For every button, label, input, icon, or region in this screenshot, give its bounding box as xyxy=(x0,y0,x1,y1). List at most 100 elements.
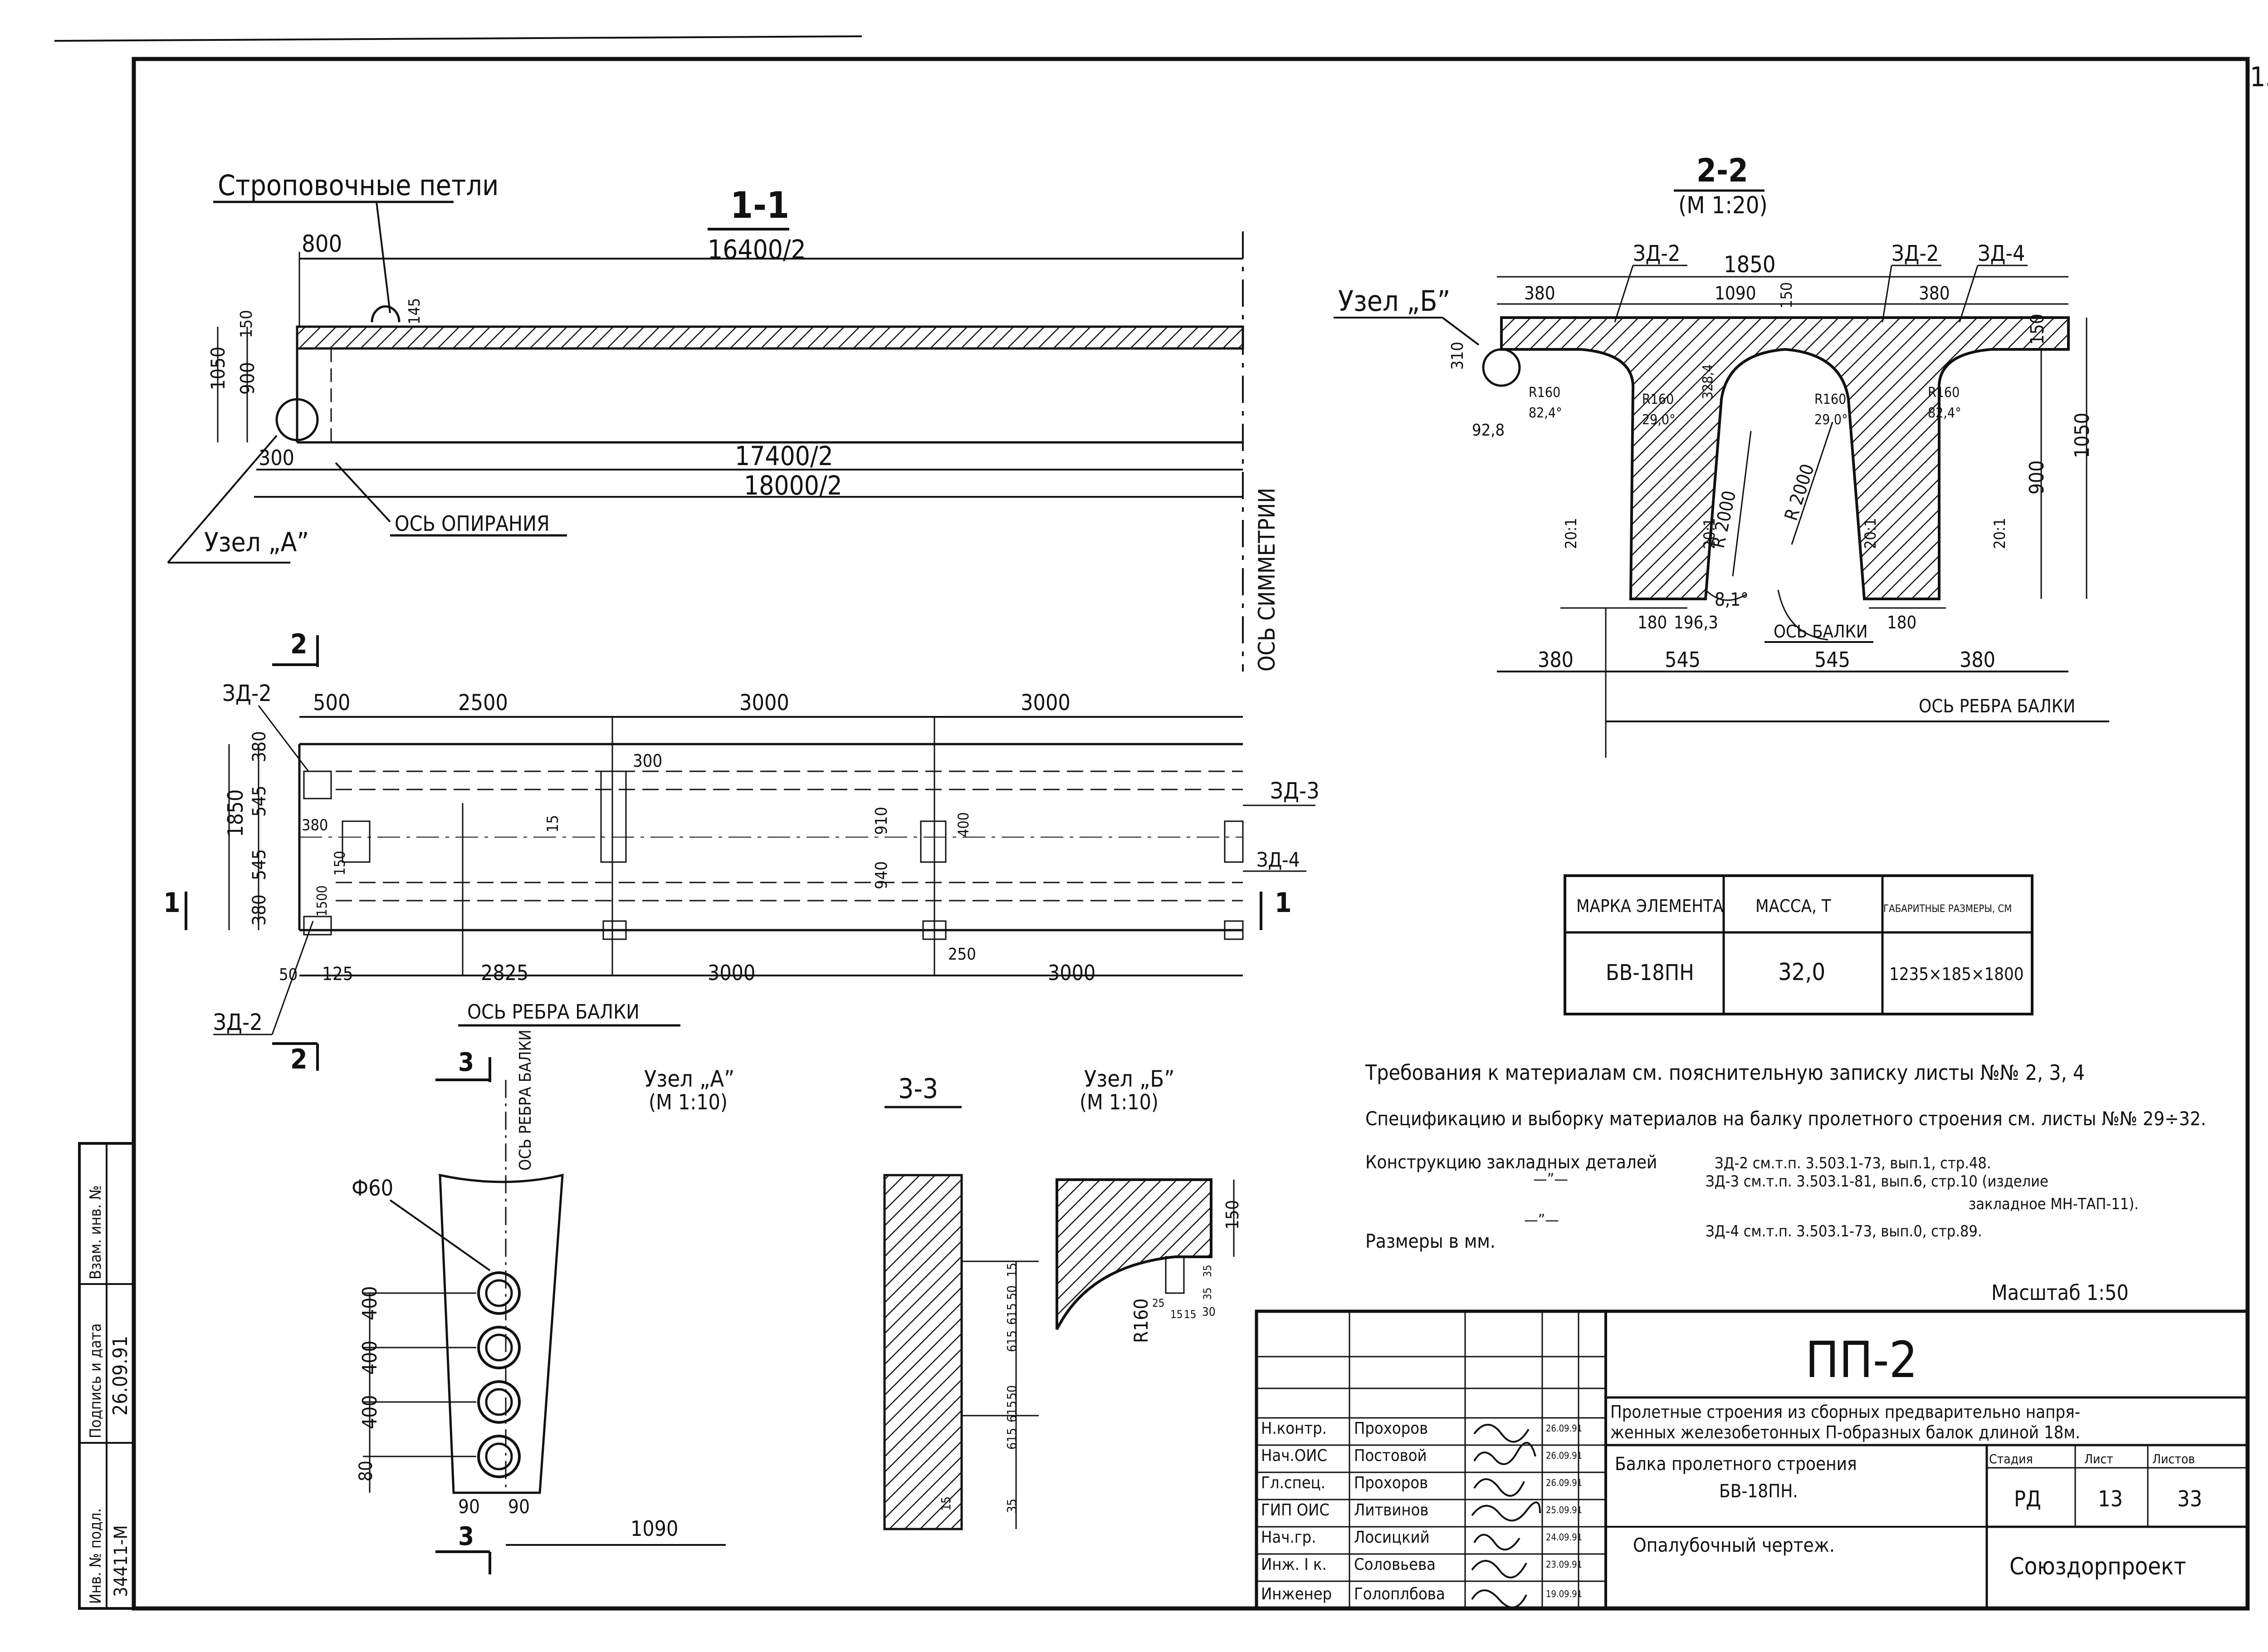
dim-145: 145 xyxy=(406,298,424,324)
s33-rib-axis: ОСЬ РЕБРА БАЛКИ xyxy=(516,1029,535,1171)
s33-dim-615a: 615 xyxy=(1004,1303,1019,1325)
s22-dim-328: 328,4 xyxy=(1700,364,1716,399)
s33-dim-50a: 50 xyxy=(1004,1285,1019,1300)
plan-side-380a: 380 xyxy=(249,731,270,762)
description-line-1: Пролетные строения из сборных предварите… xyxy=(1610,1402,2080,1422)
staff-date-1: 26.09.91 xyxy=(1546,1450,1582,1461)
plan-side-380b: 380 xyxy=(249,894,270,926)
plan-dim-380: 380 xyxy=(302,816,328,834)
cut-3-top: 3 xyxy=(458,1048,474,1077)
note-line-1: Требования к материалам см. пояснительну… xyxy=(1365,1060,2085,1085)
dim-18000: 18000/2 xyxy=(744,470,842,501)
s22-slope-a: 20:1 xyxy=(1562,518,1580,549)
node-b-dim-150: 150 xyxy=(1222,1200,1242,1230)
stage-value: РД xyxy=(2014,1486,2041,1512)
plan-bot-dim-3000a: 3000 xyxy=(708,961,755,985)
section-2-2-title: 2-2 xyxy=(1696,152,1748,189)
s33-title: 3-3 xyxy=(898,1073,938,1105)
hole-dim-400b: 400 xyxy=(358,1340,381,1375)
s22-r160-d: R160 xyxy=(1928,385,1960,401)
dim-150-left: 150 xyxy=(237,310,256,338)
s22-dim-380-right: 380 xyxy=(1919,283,1950,304)
node-a-label: Узел „А” xyxy=(204,527,309,558)
plan-bot-dim-2825: 2825 xyxy=(481,961,528,985)
plan-bot-dim-50: 50 xyxy=(279,966,298,984)
staff-role-1: Нач.ОИС xyxy=(1261,1446,1327,1465)
plan-rib-axis: ОСЬ РЕБРА БАЛКИ xyxy=(467,1000,640,1024)
description-line-2: женных железобетонных П-образных балок д… xyxy=(1610,1422,2080,1442)
staff-date-3: 25.09.91 xyxy=(1546,1505,1582,1515)
lifting-loops-label: Строповочные петли xyxy=(218,169,499,202)
zd4-label: ЗД-4 xyxy=(1256,848,1300,872)
node-a-title-text: Узел „А” xyxy=(644,1066,734,1092)
s22-dim-1090: 1090 xyxy=(1715,283,1756,304)
staff-role-2: Гл.спец. xyxy=(1261,1474,1325,1492)
note-line-2: Спецификацию и выборку материалов на бал… xyxy=(1365,1108,2206,1130)
staff-date-2: 26.09.91 xyxy=(1546,1477,1582,1488)
plan-top-dim-500: 500 xyxy=(313,690,350,716)
note-line-3b: ЗД-2 см.т.п. 3.503.1-73, вып.1, стр.48. xyxy=(1715,1154,1991,1172)
node-b-small-15b: 15 xyxy=(1184,1308,1196,1321)
staff-name-4: Лосицкий xyxy=(1354,1528,1430,1547)
staff-date-6: 19.09.91 xyxy=(1546,1588,1582,1599)
node-b-detail: Узел „Б” (М 1:10) 150 R160 35 35 30 15 2… xyxy=(1056,1066,1242,1343)
staff-date-5: 23.09.91 xyxy=(1546,1559,1582,1570)
inv-header: Инв. № подл. xyxy=(87,1508,105,1604)
plan-dim-300: 300 xyxy=(633,751,662,771)
s22-dim-1850: 1850 xyxy=(1724,251,1775,278)
s22-r160-a: R160 xyxy=(1529,385,1560,401)
s33-dim-615b: 615 xyxy=(1004,1330,1019,1352)
staff-name-3: Литвинов xyxy=(1354,1501,1428,1520)
plan-side-545b: 545 xyxy=(249,849,270,880)
cut-3-bottom: 3 xyxy=(458,1522,474,1551)
s33-dim-50b: 50 xyxy=(1004,1385,1019,1400)
beam-cross-section xyxy=(1500,316,2070,600)
dim-17400: 17400/2 xyxy=(735,441,833,471)
staff-date-0: 26.09.91 xyxy=(1546,1423,1582,1434)
zd2-bottom: ЗД-2 xyxy=(213,1009,263,1035)
sheets-header: Листов xyxy=(2152,1451,2195,1466)
s33-dim-15b: 15 xyxy=(938,1496,953,1511)
stage-header: Стадия xyxy=(1989,1451,2033,1466)
table-header-mark: МАРКА ЭЛЕМЕНТА xyxy=(1576,896,1724,916)
note-line-4: ЗД-3 см.т.п. 3.503.1-81, вып.6, стр.10 (… xyxy=(1706,1172,2048,1191)
s22-bot-545a: 545 xyxy=(1665,647,1701,672)
s22-dim-180-b: 180 xyxy=(1887,613,1916,632)
staff-name-5: Соловьева xyxy=(1354,1555,1436,1574)
node-a-scale: (М 1:10) xyxy=(649,1090,728,1114)
plan-view: 2 ЗД-2 500 2500 3000 3000 1850 xyxy=(163,628,1320,1075)
plan-dim-150: 150 xyxy=(331,851,348,876)
sheet-value: 13 xyxy=(2098,1486,2123,1512)
node-b-small-35a: 35 xyxy=(1201,1265,1214,1277)
bolt-holes xyxy=(477,1271,521,1478)
note-line-6b: ЗД-4 см.т.п. 3.503.1-73, вып.0, стр.89. xyxy=(1706,1222,1982,1240)
cut-2-bottom: 2 xyxy=(290,1044,308,1075)
dim-800: 800 xyxy=(302,230,342,258)
s22-bot-380a: 380 xyxy=(1538,647,1574,672)
s22-beam-axis: ОСЬ БАЛКИ xyxy=(1774,622,1867,642)
staff-name-2: Прохоров xyxy=(1354,1474,1428,1492)
sheet-type: Опалубочный чертеж. xyxy=(1633,1534,1835,1556)
section-2-2-scale: (М 1:20) xyxy=(1678,192,1768,219)
plan-bot-dim-3000b: 3000 xyxy=(1048,961,1095,985)
plan-dim-250: 250 xyxy=(948,945,976,964)
s22-ang-a: 82,4° xyxy=(1529,405,1562,421)
plan-dim-940: 940 xyxy=(872,861,891,889)
section-2-2: 2-2 (М 1:20) Узел „Б” ЗД-2 ЗД-2 ЗД-4 185… xyxy=(1334,152,2109,758)
staff-name-1: Постовой xyxy=(1354,1446,1427,1465)
note-line-5: закладное МН-ТАП-11). xyxy=(1969,1195,2139,1213)
note-line-3a: Конструкцию закладных деталей xyxy=(1365,1152,1657,1173)
s22-ang-d: 82,4° xyxy=(1928,405,1961,421)
node-b-label: Узел „Б” xyxy=(1338,284,1450,318)
node-b-small-25: 25 xyxy=(1152,1297,1164,1309)
deck-slab-1-1 xyxy=(296,325,1244,350)
drawing-code: ПП-2 xyxy=(1805,1331,1918,1389)
dim-1050-left: 1050 xyxy=(207,347,229,390)
symmetry-axis-label: ОСЬ СИММЕТРИИ xyxy=(1254,488,1280,672)
s22-slope-d: 20:1 xyxy=(1991,518,2009,549)
plan-top-dim-3000b: 3000 xyxy=(1021,690,1070,716)
side-stamp: Взам. инв. № Подпись и дата Инв. № подл.… xyxy=(78,1142,135,1610)
signatures xyxy=(1471,1424,1541,1608)
hole-dim-90a: 90 xyxy=(458,1495,480,1518)
dim-900-left: 900 xyxy=(236,362,259,395)
